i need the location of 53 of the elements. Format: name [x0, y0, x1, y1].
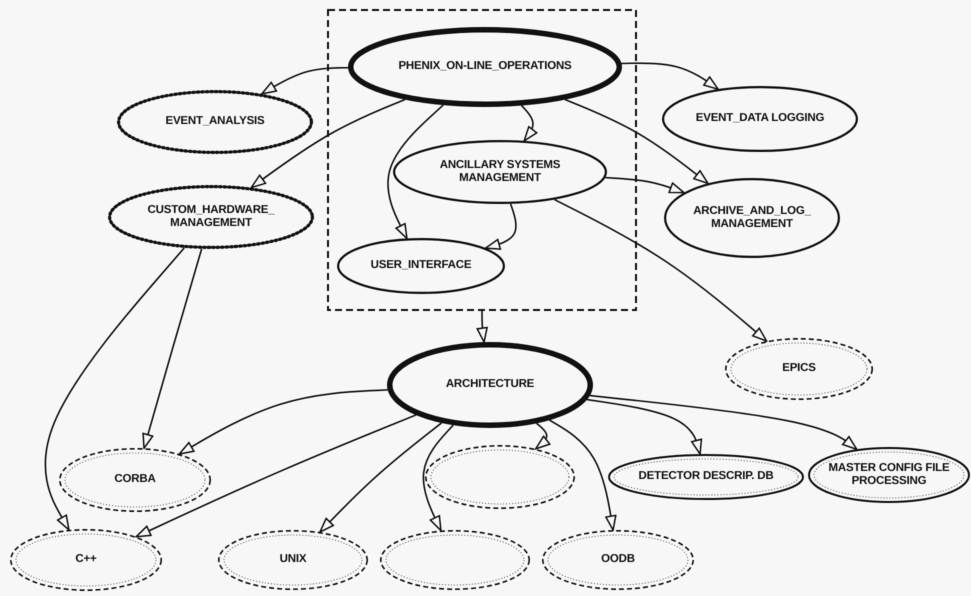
ellipse-node — [725, 338, 873, 400]
ellipse-node — [387, 342, 593, 428]
dashed-group-box — [328, 10, 636, 310]
arrow — [261, 66, 348, 95]
node-label: ARCHITECTURE — [446, 378, 534, 392]
arrow — [319, 422, 442, 533]
node-label: UNIX — [280, 553, 306, 567]
arrow — [178, 389, 388, 455]
ellipse-node — [117, 90, 313, 154]
ellipse-node — [662, 86, 858, 152]
node-label: EVENT_ANALYSIS — [165, 115, 265, 129]
ellipse-node — [337, 238, 505, 294]
node-label: OODB — [601, 553, 635, 567]
ellipse-node — [108, 185, 314, 249]
node-label: ANCILLARY SYSTEMS MANAGEMENT — [438, 158, 562, 186]
ellipse-node — [393, 140, 607, 204]
ellipse-node — [808, 447, 970, 503]
arrow — [590, 394, 858, 450]
node-label: USER_INTERFACE — [370, 259, 472, 273]
arrow — [549, 419, 617, 531]
ellipse-node — [59, 448, 211, 512]
ellipse-node — [218, 530, 368, 590]
ellipse-node — [608, 454, 804, 500]
arrow — [476, 310, 488, 343]
ellipse-node — [425, 445, 575, 509]
arrow — [605, 176, 685, 194]
arrow — [554, 198, 768, 342]
arrow — [135, 414, 416, 538]
arrow — [520, 105, 538, 142]
ellipse-node — [348, 27, 622, 107]
node-label: PHENIX_ON-LINE_OPERATIONS — [398, 60, 572, 74]
ellipse-node — [664, 178, 840, 258]
arrow — [621, 62, 719, 90]
arrow — [564, 98, 709, 184]
arrow — [422, 424, 454, 532]
node-label: DETECTOR DESCRIP. DB — [638, 470, 774, 484]
node-label: CUSTOM_HARDWARE_ MANAGEMENT — [146, 204, 276, 230]
ellipse-node — [380, 530, 530, 590]
node-label: CORBA — [114, 473, 156, 487]
arrow — [44, 247, 185, 531]
arrow — [484, 204, 517, 250]
arrow — [142, 248, 202, 449]
arrow — [387, 104, 444, 240]
node-label: MASTER CONFIG FILE PROCESSING — [828, 462, 950, 488]
arrow — [534, 422, 551, 450]
node-label: C++ — [75, 553, 97, 567]
node-label: ARCHIVE_AND_LOG_ MANAGEMENT — [692, 204, 812, 232]
node-label: EVENT_DATA LOGGING — [696, 112, 824, 126]
ellipse-node — [10, 529, 162, 591]
ellipse-node — [542, 530, 694, 590]
arrow — [586, 398, 702, 455]
arrow — [250, 98, 406, 188]
node-label: EPICS — [782, 362, 816, 376]
